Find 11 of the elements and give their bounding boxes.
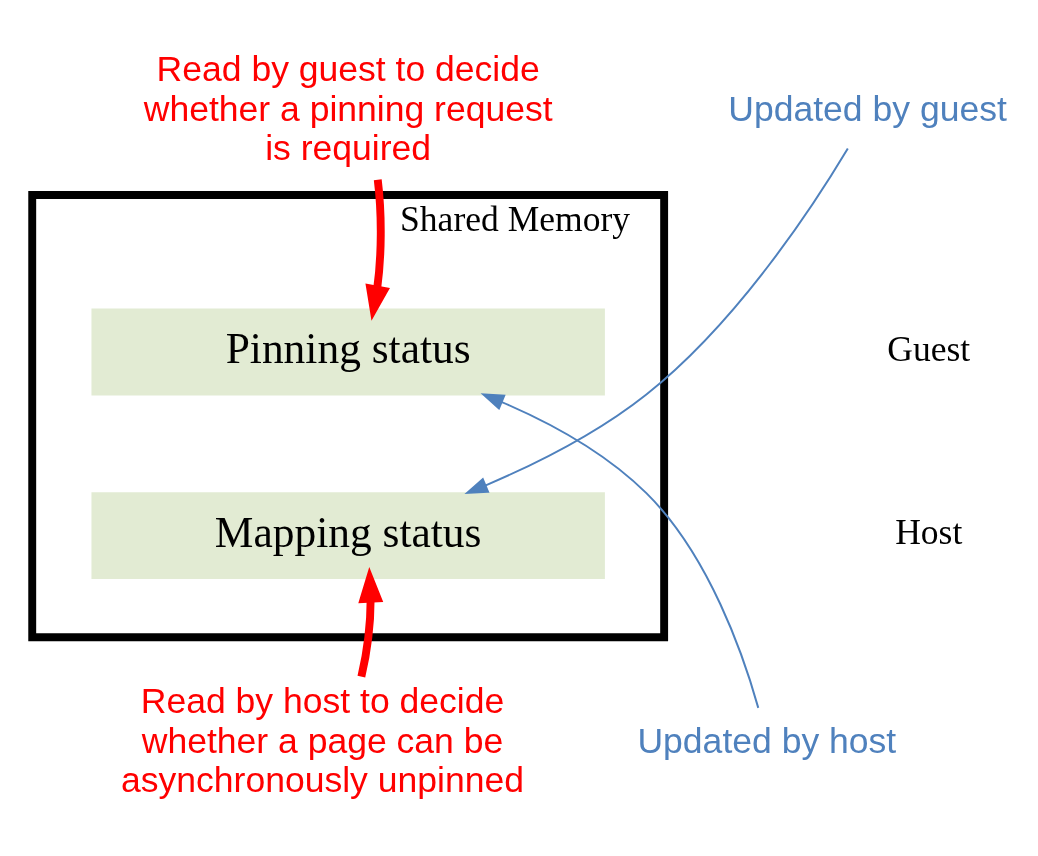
node-box: Mapping status — [91, 492, 605, 580]
node-text: Updated by host — [637, 720, 897, 761]
node-text: Updated by guest — [728, 88, 1007, 129]
arrow — [357, 567, 384, 678]
node-box: Pinning status — [91, 308, 605, 396]
arrow — [480, 393, 760, 709]
label: Host — [895, 512, 963, 553]
node-text: Read by host to decide whether a page can be asynchronously unpinned — [121, 681, 524, 801]
label: Guest — [887, 328, 971, 369]
arrow — [464, 147, 849, 495]
node-text: Read by guest to decide whether a pinning request is required — [143, 49, 553, 169]
